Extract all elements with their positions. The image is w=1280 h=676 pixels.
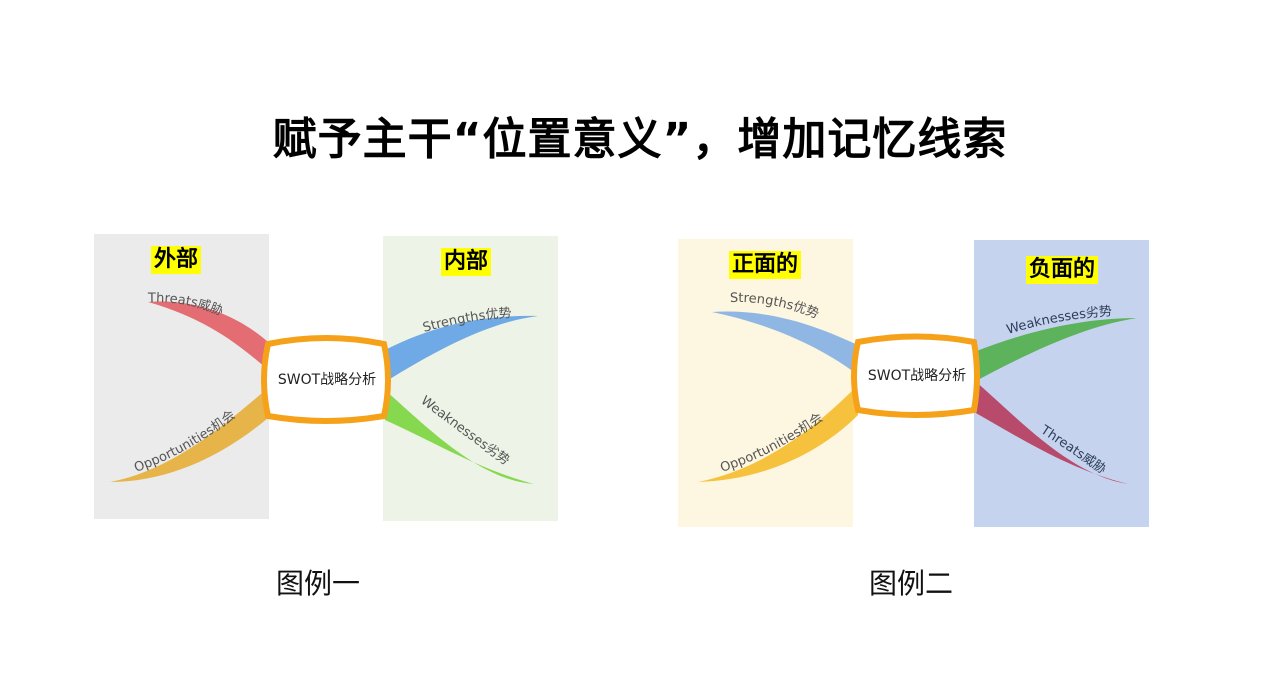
fig1-internal-label: 内部 [441,248,492,276]
fig1-internal-panel [383,236,558,521]
fig2-branch-strengths [712,311,858,375]
fig2-branch-opportunities [698,385,858,482]
fig2-caption: 图例二 [869,567,954,600]
fig1-caption: 图例一 [276,567,361,600]
fig2-negative-panel [974,240,1149,527]
page-title: 赋予主干“位置意义”，增加记忆线索 [272,114,1008,165]
fig1-branch-opportunities [110,388,268,482]
fig2-negative-label: 负面的 [1026,256,1099,284]
fig2-center-label: SWOT战略分析 [867,368,967,384]
fig1-external-panel [94,234,269,519]
fig2-center-box [851,333,980,418]
fig1-center-box [261,335,391,424]
figure-two: Strengths优势 Opportunities机会 Weaknesses劣势… [678,239,1149,527]
fig1-branch-strengths [385,315,538,382]
fig2-branch-weaknesses [974,318,1137,382]
fig1-branch-threats [148,301,268,370]
fig1-center-label: SWOT战略分析 [277,372,377,388]
fig2-positive-panel [678,239,853,527]
fig2-positive-label: 正面的 [729,251,802,279]
fig1-external-label: 外部 [151,246,202,274]
figure-one: Threats威胁 Opportunities机会 Strengths优势 We… [94,234,558,521]
